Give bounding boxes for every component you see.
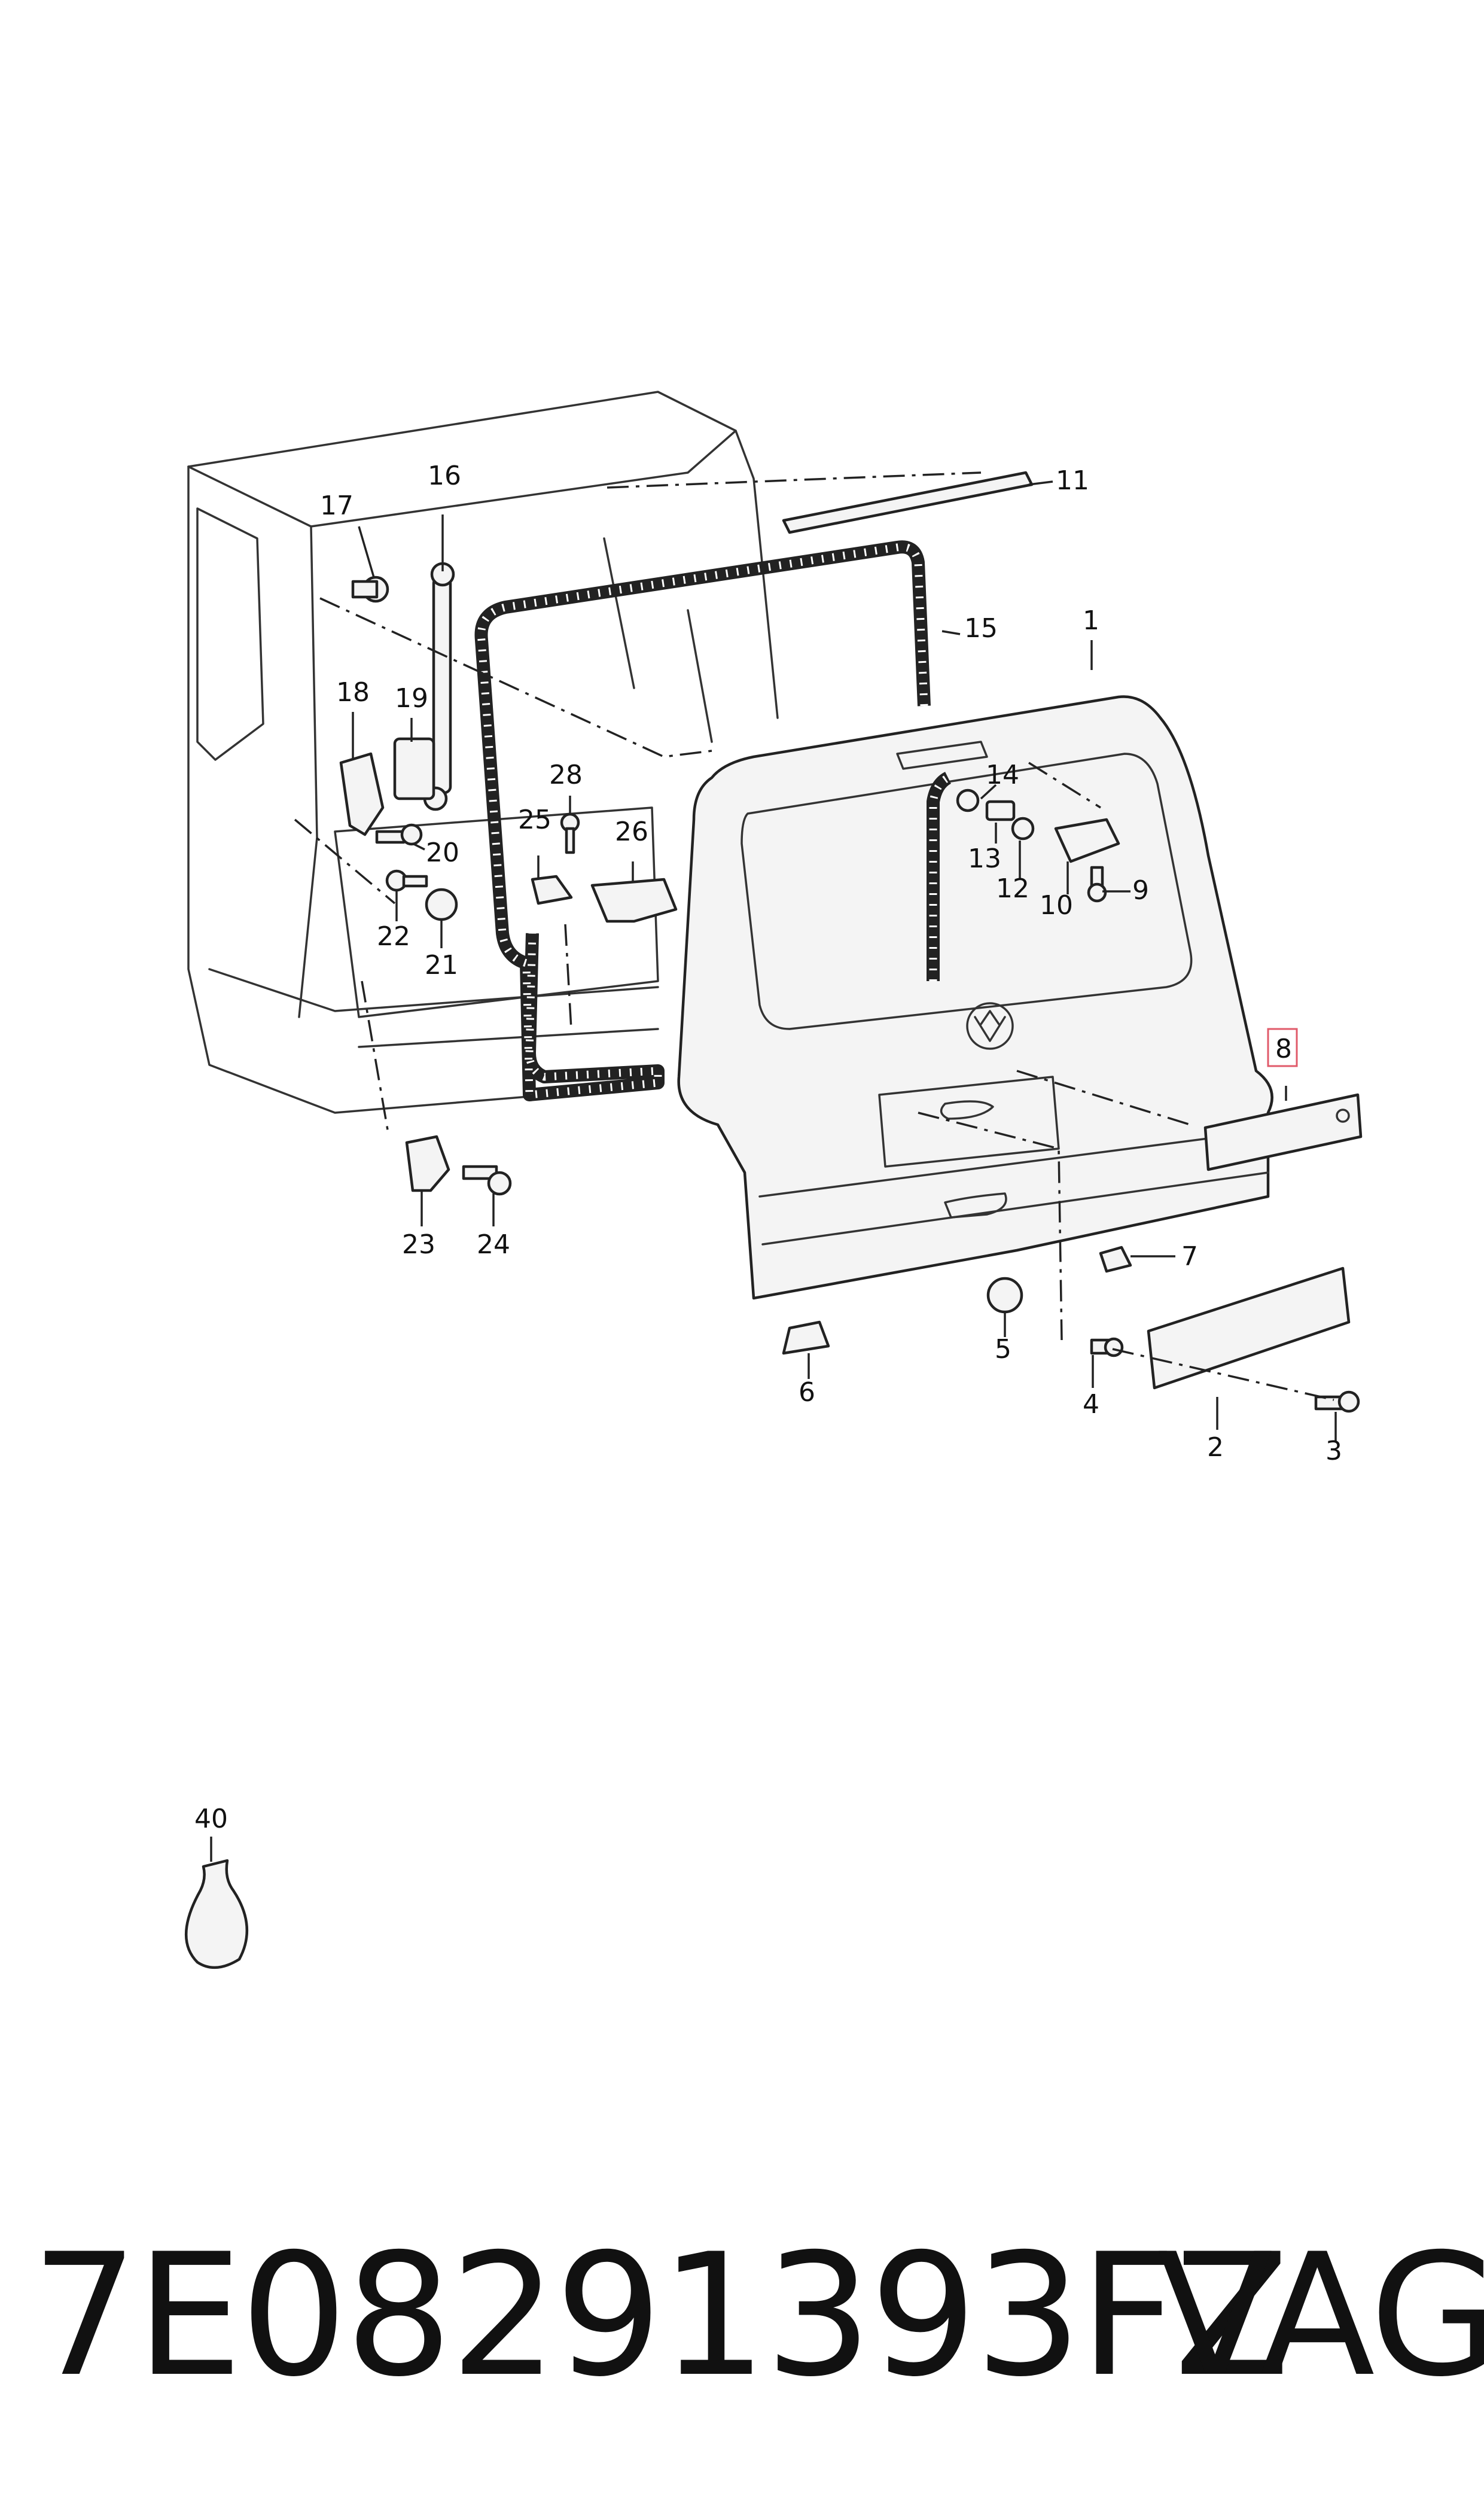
handle-bolt <box>1087 866 1107 903</box>
callout-10: 10 <box>1040 890 1073 921</box>
strut-bracket <box>393 737 435 800</box>
striker <box>531 875 573 905</box>
brand-name: VAG <box>1157 2217 1484 2414</box>
accessory-pouch <box>185 1859 249 1969</box>
callout-8-highlighted: 8 <box>1267 1028 1298 1067</box>
release-switch <box>1054 818 1120 863</box>
callout-7: 7 <box>1181 1241 1198 1272</box>
callout-25: 25 <box>518 805 551 835</box>
bolt-small <box>385 869 428 892</box>
callout-40: 40 <box>194 1804 228 1834</box>
callout-21: 21 <box>425 950 458 981</box>
clip <box>956 788 980 812</box>
callout-9: 9 <box>1132 875 1149 906</box>
hinge <box>339 752 385 836</box>
lock-bolt <box>462 1165 512 1196</box>
assembly-lines <box>294 471 1334 1401</box>
gas-strut <box>423 562 455 811</box>
tailgate-panel <box>677 695 1273 1300</box>
callout-labels: 1 2 3 4 5 6 7 8 9 10 11 12 13 14 15 16 1… <box>194 461 1342 1834</box>
panel-bolt <box>1090 1337 1124 1357</box>
callout-22: 22 <box>377 921 410 952</box>
callout-28: 28 <box>549 760 583 790</box>
callout-1: 1 <box>1083 605 1099 636</box>
tailgate-lock <box>590 878 678 923</box>
callout-8: 8 <box>1275 1034 1292 1064</box>
callout-11: 11 <box>1056 465 1089 496</box>
callout-6: 6 <box>799 1377 815 1408</box>
callout-2: 2 <box>1207 1432 1224 1463</box>
callout-3: 3 <box>1325 1436 1342 1466</box>
lock-bracket <box>405 1135 450 1192</box>
hinge-bolt <box>375 823 423 846</box>
roof-trim-strip <box>782 471 1034 534</box>
callout-13: 13 <box>968 844 1001 874</box>
retaining-clip <box>1099 1246 1132 1273</box>
callout-18: 18 <box>336 677 370 708</box>
ball-stud <box>351 576 389 603</box>
screw <box>560 812 580 854</box>
callout-23: 23 <box>402 1229 435 1260</box>
washer <box>425 888 458 921</box>
callout-15: 15 <box>964 613 998 644</box>
lower-trim-panel <box>1147 1266 1351 1390</box>
plug <box>986 1277 1023 1314</box>
handle-clip <box>985 800 1016 821</box>
rubber-buffer <box>782 1320 830 1355</box>
license-plate-trim <box>1203 1093 1363 1171</box>
trim-screw <box>1314 1390 1360 1413</box>
leader-lines <box>210 480 1337 1862</box>
callout-5: 5 <box>995 1334 1011 1365</box>
callout-4: 4 <box>1083 1389 1099 1420</box>
grommet <box>1011 817 1035 841</box>
callout-17: 17 <box>320 491 354 521</box>
part-number: 7E08291393FZ <box>31 2217 1290 2414</box>
callout-14: 14 <box>986 760 1019 790</box>
callout-16: 16 <box>428 461 461 491</box>
door-seal <box>474 540 931 1101</box>
callout-19: 19 <box>395 683 428 714</box>
callout-20: 20 <box>426 838 459 868</box>
callout-26: 26 <box>615 817 648 847</box>
callout-12: 12 <box>996 873 1029 904</box>
callout-24: 24 <box>477 1229 510 1260</box>
vehicle-body-outline <box>187 391 779 1114</box>
